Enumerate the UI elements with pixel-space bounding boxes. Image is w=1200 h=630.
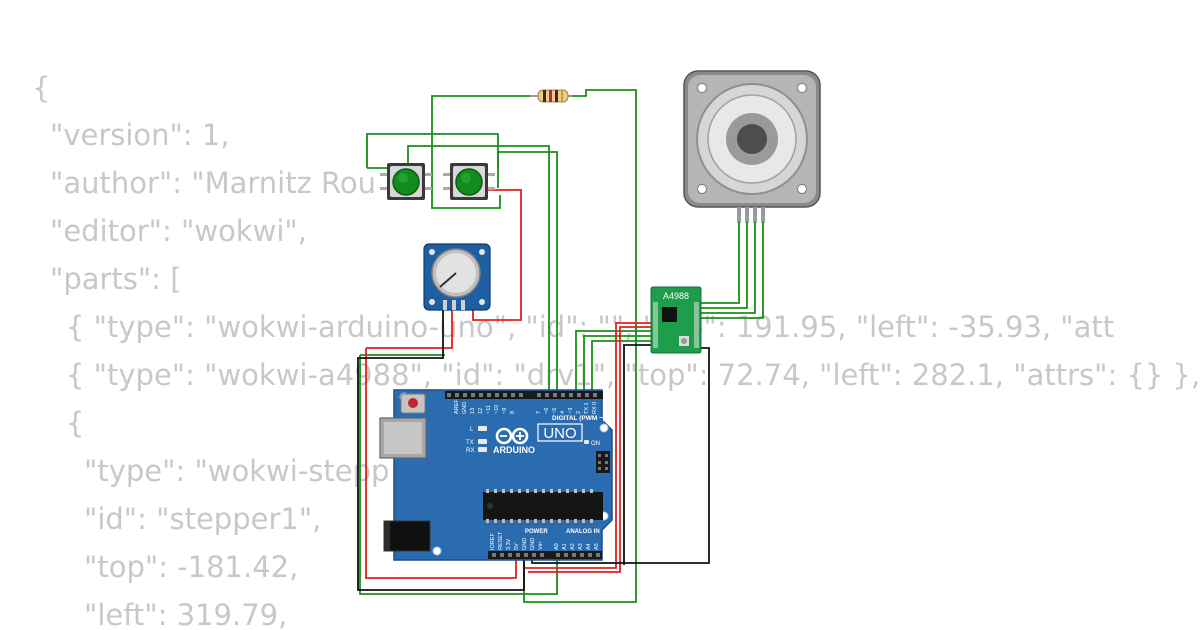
pin-label: TX 1 bbox=[584, 402, 590, 414]
pin-label: 13 bbox=[470, 408, 476, 414]
pin-label: ~6 bbox=[544, 408, 550, 414]
push-button-right[interactable] bbox=[443, 163, 495, 200]
gnd-label: GND bbox=[462, 402, 468, 414]
push-button-left[interactable] bbox=[380, 163, 432, 200]
potentiometer[interactable] bbox=[423, 243, 491, 311]
pin-label: 2 bbox=[576, 411, 582, 414]
pin-label: A2 bbox=[570, 543, 576, 550]
arduino-uno[interactable]: AREF GND 13 12 ~11 ~10 ~9 8 7 ~6 ~5 4 ~3… bbox=[379, 389, 613, 561]
board-name: UNO bbox=[543, 425, 576, 442]
pin-label: ~5 bbox=[552, 408, 558, 414]
pin-label: 7 bbox=[536, 411, 542, 414]
driver-label: A4988 bbox=[663, 291, 689, 301]
power-jack bbox=[383, 520, 431, 552]
pin-label: 5V bbox=[514, 543, 520, 550]
atmega-chip bbox=[483, 492, 603, 520]
pin-label: GND bbox=[530, 538, 536, 550]
stepper-motor[interactable] bbox=[683, 70, 821, 223]
digital-header bbox=[445, 391, 603, 399]
wires bbox=[357, 89, 764, 603]
pin-label: 3.3V bbox=[506, 538, 512, 550]
pin-label: GND bbox=[522, 538, 528, 550]
aref-label: AREF bbox=[454, 399, 460, 414]
tx-led-label: TX bbox=[466, 440, 474, 446]
pin-label: A5 bbox=[594, 543, 600, 550]
pin-label: 4 bbox=[560, 411, 566, 414]
pin-label: A0 bbox=[554, 543, 560, 550]
pin-label: ~9 bbox=[502, 408, 508, 414]
power-analog-header bbox=[488, 551, 602, 559]
arduino-infinity-icon bbox=[495, 427, 529, 445]
brand-label: ARDUINO bbox=[493, 445, 535, 455]
pin-label: 12 bbox=[478, 408, 484, 414]
a4988-driver[interactable]: A4988 bbox=[650, 286, 702, 354]
pin-label: RX 0 bbox=[592, 402, 598, 414]
pin-label: A3 bbox=[578, 543, 584, 550]
pin-label: Vin bbox=[538, 542, 544, 550]
on-led-label: ON bbox=[591, 441, 600, 447]
pin-label: A4 bbox=[586, 543, 592, 550]
pin-label: A1 bbox=[562, 543, 568, 550]
pin-label: 8 bbox=[510, 411, 516, 414]
rx-led-label: RX bbox=[466, 448, 474, 454]
pin-label: IOREF bbox=[490, 533, 496, 550]
pin-label: RESET bbox=[498, 531, 504, 550]
pin-label: ~11 bbox=[486, 405, 492, 414]
pin-label: ~10 bbox=[494, 405, 500, 414]
l-led-label: L bbox=[470, 427, 474, 433]
analog-label: ANALOG IN bbox=[566, 529, 600, 535]
pin-label: ~3 bbox=[568, 408, 574, 414]
digital-label: DIGITAL (PWM ~) bbox=[552, 415, 605, 422]
resistor[interactable] bbox=[530, 89, 572, 103]
power-label: POWER bbox=[525, 529, 548, 535]
